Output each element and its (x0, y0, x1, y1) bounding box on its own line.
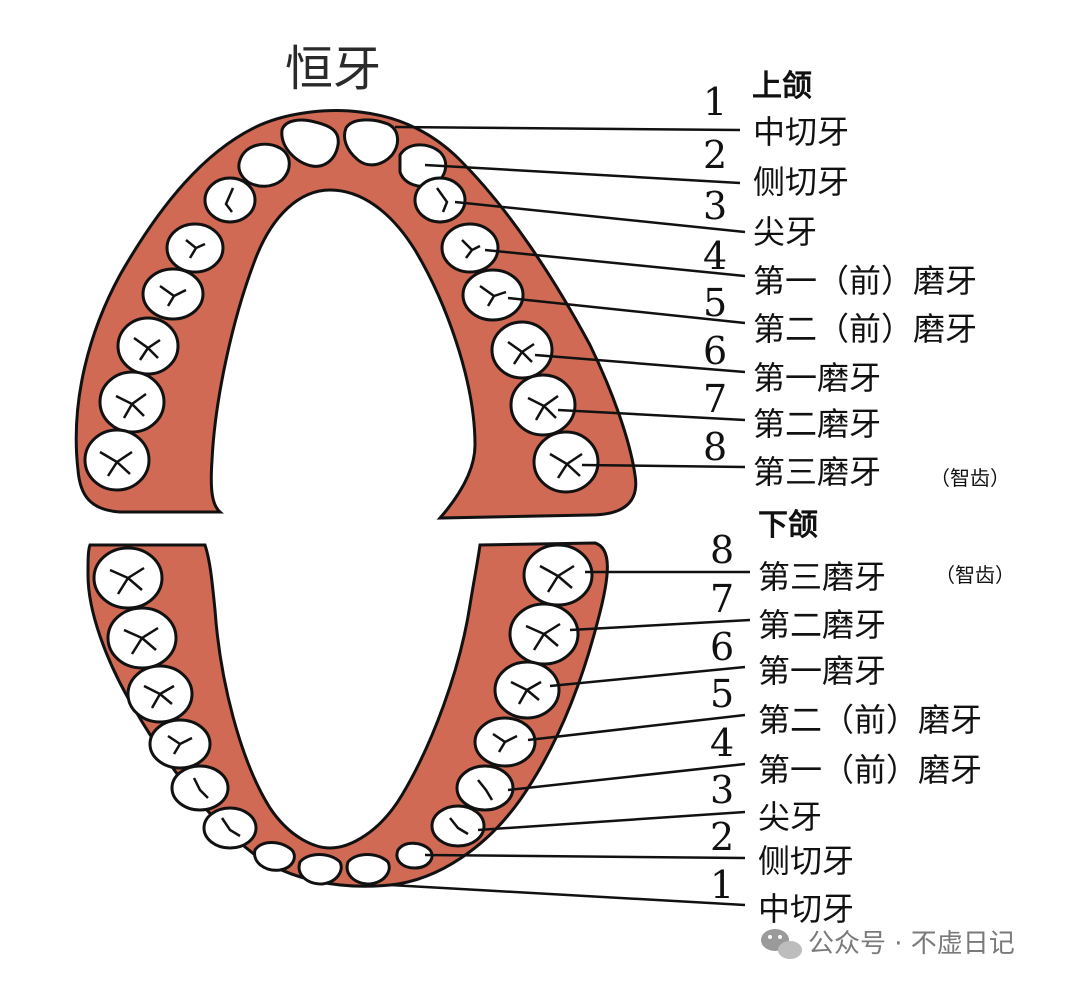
upper-tooth-number: 5 (703, 281, 727, 325)
upper-tooth-lateral-incisor-right (398, 143, 448, 188)
upper-tooth-third-molar-left (83, 428, 151, 492)
lower-tooth-number: 4 (710, 721, 734, 765)
upper-tooth-central-incisor-left (280, 118, 340, 168)
lower-tooth-name: 第二（前）磨牙 (758, 701, 982, 739)
upper-tooth-number: 7 (703, 377, 727, 421)
upper-tooth-name: 第二（前）磨牙 (753, 310, 977, 348)
lower-tooth-number: 7 (710, 577, 734, 621)
lower-tooth-lateral-incisor-left (253, 841, 296, 872)
upper-jaw-title: 上颌 (752, 69, 812, 104)
lower-label-list: 8 第三磨牙 （智齿） 7 第二磨牙 6 第一磨牙 5 第二（前）磨牙 4 第一… (710, 528, 1015, 928)
lower-tooth-lateral-incisor-right (395, 841, 434, 870)
upper-tooth-note: （智齿） (930, 466, 1010, 490)
upper-tooth-first-molar-right (490, 320, 554, 380)
watermark: 公众号 · 不虚日记 (761, 929, 1015, 959)
upper-tooth-central-incisor-right (343, 118, 399, 167)
lower-leader-lines (389, 570, 751, 907)
upper-tooth-number: 8 (703, 425, 727, 469)
lower-tooth-number: 1 (710, 863, 734, 907)
upper-tooth-number: 6 (703, 329, 727, 373)
upper-tooth-name: 侧切牙 (753, 163, 849, 201)
diagram-title: 恒牙 (285, 41, 381, 97)
upper-tooth-number: 4 (703, 234, 727, 278)
upper-tooth-name: 中切牙 (753, 113, 849, 151)
lower-tooth-number: 3 (710, 768, 734, 812)
wechat-icon (761, 929, 802, 959)
upper-tooth-number: 3 (703, 184, 727, 228)
watermark-text: 公众号 · 不虚日记 (808, 929, 1015, 959)
lower-tooth-number: 8 (710, 528, 734, 572)
upper-tooth-name: 第三磨牙 (753, 453, 881, 491)
upper-tooth-name: 第一（前）磨牙 (753, 262, 977, 300)
upper-tooth-name: 第二磨牙 (753, 405, 881, 443)
upper-tooth-name: 尖牙 (753, 213, 817, 251)
lower-tooth-name: 中切牙 (758, 890, 854, 928)
lower-tooth-name: 第一（前）磨牙 (758, 751, 982, 789)
upper-tooth-first-molar-left (116, 316, 180, 376)
lower-tooth-name: 第二磨牙 (758, 606, 886, 644)
lower-tooth-number: 6 (710, 625, 734, 669)
upper-tooth-canine-right (413, 176, 467, 224)
upper-label-list: 1 中切牙 2 侧切牙 3 尖牙 4 第一（前）磨牙 5 第二（前）磨牙 6 第… (703, 80, 1010, 491)
lower-tooth-central-incisor-right (345, 853, 391, 886)
upper-tooth-number: 2 (703, 133, 727, 177)
upper-leader-lines (394, 125, 746, 469)
upper-tooth-fissures (99, 187, 583, 479)
lower-tooth-number: 5 (710, 672, 734, 716)
upper-tooth-name: 第一磨牙 (753, 359, 881, 397)
upper-tooth-number: 1 (703, 80, 727, 124)
lower-tooth-fissures (109, 564, 575, 838)
lower-tooth-number: 2 (710, 815, 734, 859)
lower-tooth-name: 第一磨牙 (758, 652, 886, 690)
upper-tooth-lateral-incisor-left (237, 142, 291, 188)
lower-tooth-note: （智齿） (935, 563, 1015, 587)
upper-tooth-canine-left (203, 176, 257, 224)
lower-tooth-central-incisor-left (297, 853, 343, 886)
lower-jaw-title: 下颌 (758, 508, 818, 543)
lower-tooth-name: 侧切牙 (758, 842, 854, 880)
lower-tooth-name: 尖牙 (758, 798, 822, 836)
lower-tooth-name: 第三磨牙 (758, 558, 886, 596)
upper-tooth-second-molar-left (98, 370, 166, 434)
